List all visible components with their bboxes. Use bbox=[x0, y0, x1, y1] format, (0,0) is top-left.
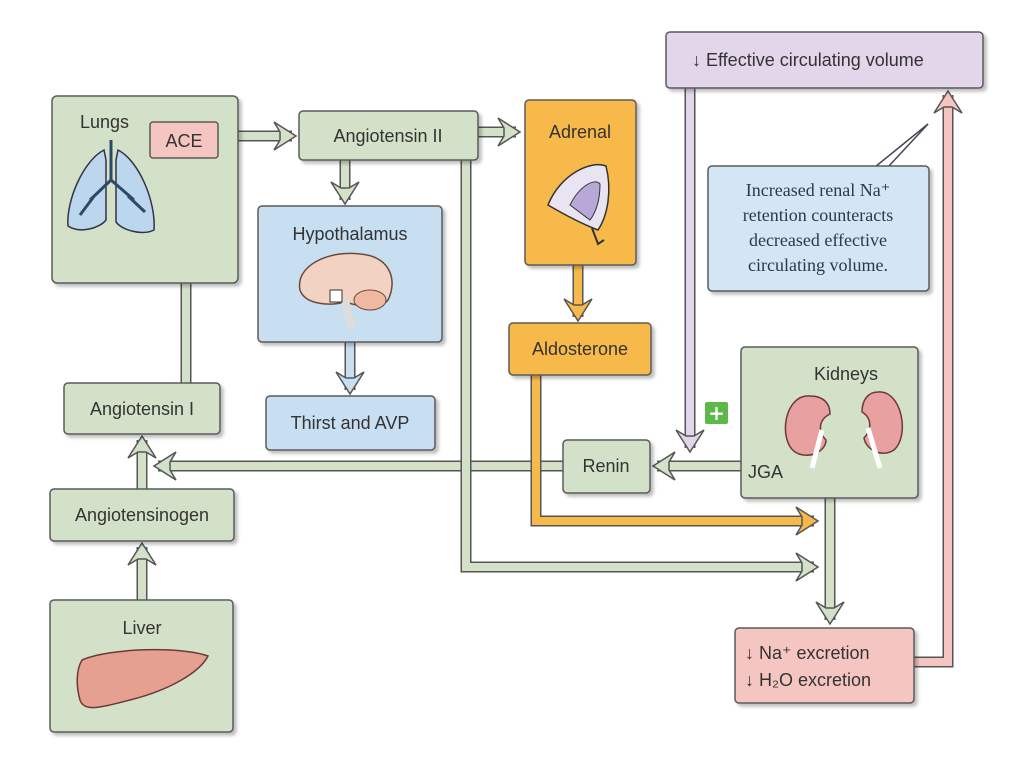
plus-icon bbox=[705, 402, 728, 424]
arrow-ace-to-angiotensin-ii-arrowhead-icon bbox=[273, 121, 298, 151]
arrow-aldosterone-to-kidneys-arrowhead-icon bbox=[795, 506, 820, 536]
liver-label: Liver bbox=[122, 618, 161, 638]
kidneys-icon bbox=[784, 391, 903, 469]
angiotensin-i-box bbox=[63, 382, 221, 435]
angiotensin-i-label: Angiotensin I bbox=[90, 399, 194, 419]
arrow-angiotensin-ii-to-kidneys-fill bbox=[462, 160, 814, 571]
renin-label: Renin bbox=[582, 456, 629, 476]
adrenal-icon bbox=[547, 164, 610, 246]
arrow-jga-to-renin-arrowhead-icon bbox=[651, 451, 676, 481]
lungs-icon bbox=[67, 140, 155, 234]
arrow-hypothalamus-to-thirst-arrowhead-icon bbox=[335, 371, 365, 396]
arrow-aldosterone-to-kidneys-fill bbox=[532, 375, 814, 525]
adrenal-label: Adrenal bbox=[549, 122, 611, 142]
aldosterone-box bbox=[508, 322, 652, 376]
ace-box bbox=[149, 121, 219, 159]
arrow-angiotensin-ii-to-adrenal-arrowhead-icon bbox=[497, 117, 522, 147]
na-excretion-label: ↓ Na⁺ excretion bbox=[745, 643, 870, 663]
thirst-avp-label: Thirst and AVP bbox=[291, 413, 410, 433]
angiotensin-ii-label: Angiotensin II bbox=[333, 126, 442, 146]
note-line: retention counteracts bbox=[743, 205, 893, 225]
hypothalamus-label: Hypothalamus bbox=[292, 224, 407, 244]
arrow-angiotensin-ii-to-kidneys-arrowhead-icon bbox=[795, 552, 820, 582]
brain-icon bbox=[298, 252, 393, 331]
note-line: decreased effective bbox=[749, 230, 887, 250]
jga-label: JGA bbox=[748, 462, 783, 482]
arrow-kidneys-to-excretion-arrowhead-icon bbox=[815, 601, 845, 626]
plus-label: + bbox=[708, 401, 725, 425]
arrow-excretion-to-volume-fill bbox=[914, 95, 952, 666]
arrow-angiotensinogen-to-angiotensin-i-arrowhead-icon bbox=[127, 434, 157, 459]
h2o-excretion-label: ↓ H₂O excretion bbox=[745, 670, 871, 690]
effective-volume-label: ↓ Effective circulating volume bbox=[692, 50, 924, 70]
ace-label: ACE bbox=[165, 131, 202, 151]
angiotensinogen-box bbox=[49, 488, 235, 542]
arrow-volume-to-renin-arrowhead-icon bbox=[675, 429, 705, 454]
renin-box bbox=[562, 439, 651, 494]
lungs-label: Lungs bbox=[80, 112, 129, 132]
arrow-liver-to-angiotensinogen-arrowhead-icon bbox=[127, 541, 157, 566]
arrow-angiotensin-ii-to-hypothalamus-arrowhead-icon bbox=[330, 181, 360, 206]
angiotensinogen-label: Angiotensinogen bbox=[75, 505, 209, 525]
note-box bbox=[707, 165, 930, 292]
arrow-excretion-to-volume-arrowhead-icon bbox=[933, 89, 963, 114]
note-callout-line bbox=[874, 123, 929, 168]
liver-icon bbox=[76, 648, 210, 709]
excretion-box bbox=[734, 627, 915, 704]
arrow-adrenal-to-aldosterone-arrowhead-icon bbox=[563, 298, 593, 323]
arrow-renin-to-angiotensin-i-arrowhead-icon bbox=[152, 451, 177, 481]
aldosterone-label: Aldosterone bbox=[532, 339, 628, 359]
thirst-avp-box bbox=[265, 395, 436, 451]
angiotensin-ii-box bbox=[298, 110, 479, 161]
note-line: Increased renal Na⁺ bbox=[746, 180, 890, 200]
effective-volume-box bbox=[665, 31, 984, 89]
kidneys-label: Kidneys bbox=[814, 364, 878, 384]
kidneys-box bbox=[740, 346, 919, 499]
note-line: circulating volume. bbox=[748, 255, 888, 275]
